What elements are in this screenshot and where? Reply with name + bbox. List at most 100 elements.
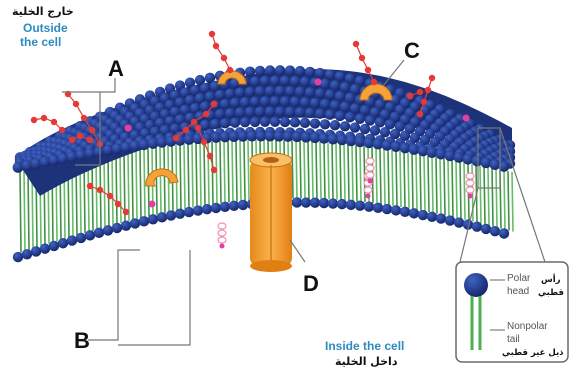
inside-cell-label-ar: داخل الخلية bbox=[335, 356, 397, 367]
phospholipid-head bbox=[436, 213, 446, 223]
phospholipid-head bbox=[275, 106, 285, 116]
lipid-tail bbox=[180, 144, 181, 209]
carbohydrate-bead bbox=[77, 133, 83, 139]
lipid-tail bbox=[428, 156, 429, 212]
pink-marker bbox=[463, 115, 470, 122]
phospholipid-head bbox=[139, 216, 149, 226]
phospholipid-head bbox=[13, 162, 24, 173]
lipid-tail bbox=[384, 149, 385, 205]
phospholipid-head bbox=[220, 202, 230, 212]
lipid-tail bbox=[444, 159, 445, 216]
lipid-tail bbox=[232, 141, 233, 202]
phospholipid-head bbox=[270, 96, 280, 106]
inset-polar-head bbox=[464, 273, 488, 297]
phospholipid-head bbox=[310, 118, 320, 128]
phospholipid-head bbox=[345, 93, 355, 103]
carbohydrate-bead bbox=[203, 111, 209, 117]
phospholipid-head bbox=[225, 108, 235, 118]
inset-nonpolar-label: Nonpolar bbox=[507, 322, 548, 332]
phospholipid-head bbox=[328, 198, 338, 208]
phospholipid-head bbox=[295, 107, 305, 117]
lipid-tail bbox=[412, 153, 413, 209]
leader-b bbox=[88, 250, 140, 340]
channel-protein-d bbox=[250, 153, 292, 272]
lipid-tail bbox=[240, 140, 241, 201]
phospholipid-head bbox=[481, 224, 491, 234]
lipid-tail bbox=[388, 149, 389, 205]
lipid-tail bbox=[296, 141, 297, 199]
cholesterol-ring bbox=[218, 223, 226, 229]
phospholipid-head bbox=[418, 210, 428, 220]
phospholipid-head bbox=[202, 204, 212, 214]
lipid-tail bbox=[140, 149, 141, 218]
lipid-tail bbox=[456, 161, 457, 218]
inset-nonpolar-label-ar: ذيل غير قطبي bbox=[502, 349, 564, 358]
cholesterol-head bbox=[366, 194, 371, 199]
carbohydrate-bead bbox=[173, 135, 179, 141]
phospholipid-head bbox=[103, 225, 113, 235]
outside-cell-label-2: the cell bbox=[20, 36, 61, 48]
phospholipid-head bbox=[270, 117, 280, 127]
carbohydrate-bead bbox=[41, 115, 47, 121]
lipid-tail bbox=[416, 154, 417, 210]
phospholipid-head bbox=[472, 156, 483, 167]
phospholipid-head bbox=[320, 99, 330, 109]
lipid-tail bbox=[244, 140, 245, 201]
phospholipid-head bbox=[445, 215, 455, 225]
phospholipid-head bbox=[193, 205, 203, 215]
lipid-tail bbox=[228, 141, 229, 203]
carbohydrate-bead bbox=[123, 209, 129, 215]
lipid-tail bbox=[504, 170, 505, 229]
phospholipid-head bbox=[300, 118, 310, 128]
phospholipid-head bbox=[315, 68, 325, 78]
cholesterol-ring bbox=[466, 187, 474, 193]
carbohydrate-bead bbox=[209, 31, 215, 37]
phospholipid-head bbox=[350, 122, 360, 132]
lipid-tail bbox=[492, 168, 493, 226]
phospholipid-head bbox=[310, 198, 320, 208]
carbohydrate-bead bbox=[51, 119, 57, 125]
phospholipid-head bbox=[260, 117, 270, 127]
phospholipid-head bbox=[301, 197, 311, 207]
carbohydrate-bead bbox=[221, 55, 227, 61]
phospholipid-head bbox=[400, 207, 410, 217]
phospholipid-head bbox=[325, 69, 335, 79]
phospholipid-head bbox=[112, 223, 122, 233]
lipid-tail bbox=[480, 166, 481, 224]
phospholipid-head bbox=[184, 207, 194, 217]
carbohydrate-link bbox=[34, 118, 62, 130]
leader-zoom-1 bbox=[500, 128, 545, 262]
phospholipid-head bbox=[245, 87, 255, 97]
cholesterol-head bbox=[468, 194, 473, 199]
phospholipid-head bbox=[250, 96, 260, 106]
phospholipid-head bbox=[382, 204, 392, 214]
outside-cell-label: Outside bbox=[23, 22, 68, 34]
phospholipid-head bbox=[240, 117, 250, 127]
phospholipid-head bbox=[355, 201, 365, 211]
carbohydrate-bead bbox=[73, 101, 79, 107]
phospholipid-head bbox=[235, 107, 245, 117]
phospholipid-head bbox=[255, 106, 265, 116]
phospholipid-head bbox=[121, 220, 131, 230]
label-d: D bbox=[303, 273, 319, 295]
cholesterol-ring bbox=[366, 165, 374, 171]
lipid-tail bbox=[460, 162, 461, 219]
phospholipid-head bbox=[345, 73, 355, 83]
lipid-tail bbox=[324, 142, 325, 199]
phospholipid-head bbox=[275, 86, 285, 96]
lipid-tail bbox=[448, 159, 449, 216]
phospholipid-head bbox=[409, 208, 419, 218]
phospholipid-head bbox=[175, 209, 185, 219]
lipid-tail bbox=[212, 142, 213, 205]
phospholipid-head bbox=[85, 230, 95, 240]
phospholipid-head bbox=[310, 98, 320, 108]
inset-polar-label-ar: رأس bbox=[541, 276, 561, 285]
phospholipid-head bbox=[305, 67, 315, 77]
lipid-tail bbox=[380, 148, 381, 204]
phospholipid-head bbox=[76, 233, 86, 243]
phospholipid-head bbox=[337, 199, 347, 209]
lipid-tail bbox=[192, 143, 193, 207]
phospholipid-head bbox=[320, 119, 330, 129]
lipid-tail bbox=[224, 141, 225, 203]
phospholipid-head bbox=[112, 143, 123, 154]
